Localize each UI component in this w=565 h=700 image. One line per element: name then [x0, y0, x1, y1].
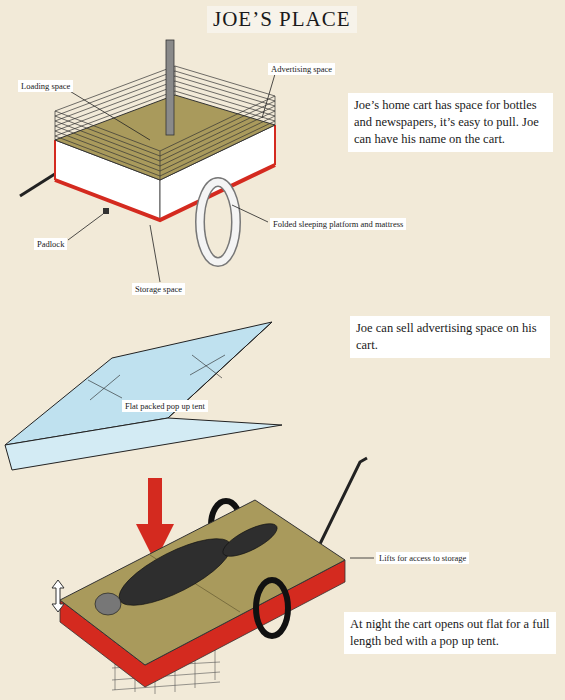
part-label: Lifts for access to storage: [376, 552, 469, 564]
part-label: Folded sleeping platform and mattress: [270, 218, 406, 230]
text-panel: Joe can sell advertising space on his ca…: [350, 316, 550, 358]
part-label: Loading space: [18, 80, 73, 92]
page-title: JOE’S PLACE: [207, 6, 357, 33]
part-label: Padlock: [34, 238, 67, 250]
text-panel: Joe’s home cart has space for bottles an…: [348, 93, 553, 152]
home-cart: [20, 40, 275, 262]
part-label: Flat packed pop up tent: [122, 400, 208, 412]
pop-up-tent: [5, 322, 282, 470]
part-label: Advertising space: [268, 63, 335, 75]
panel-text: Joe’s home cart has space for bottles an…: [354, 97, 547, 148]
flat-cart: [52, 458, 367, 694]
part-label: Storage space: [132, 283, 185, 295]
leader-lines: [68, 74, 374, 558]
text-panel: At night the cart opens out flat for a f…: [344, 612, 556, 654]
panel-text: Joe can sell advertising space on his ca…: [356, 320, 544, 354]
panel-text: At night the cart opens out flat for a f…: [350, 616, 550, 650]
